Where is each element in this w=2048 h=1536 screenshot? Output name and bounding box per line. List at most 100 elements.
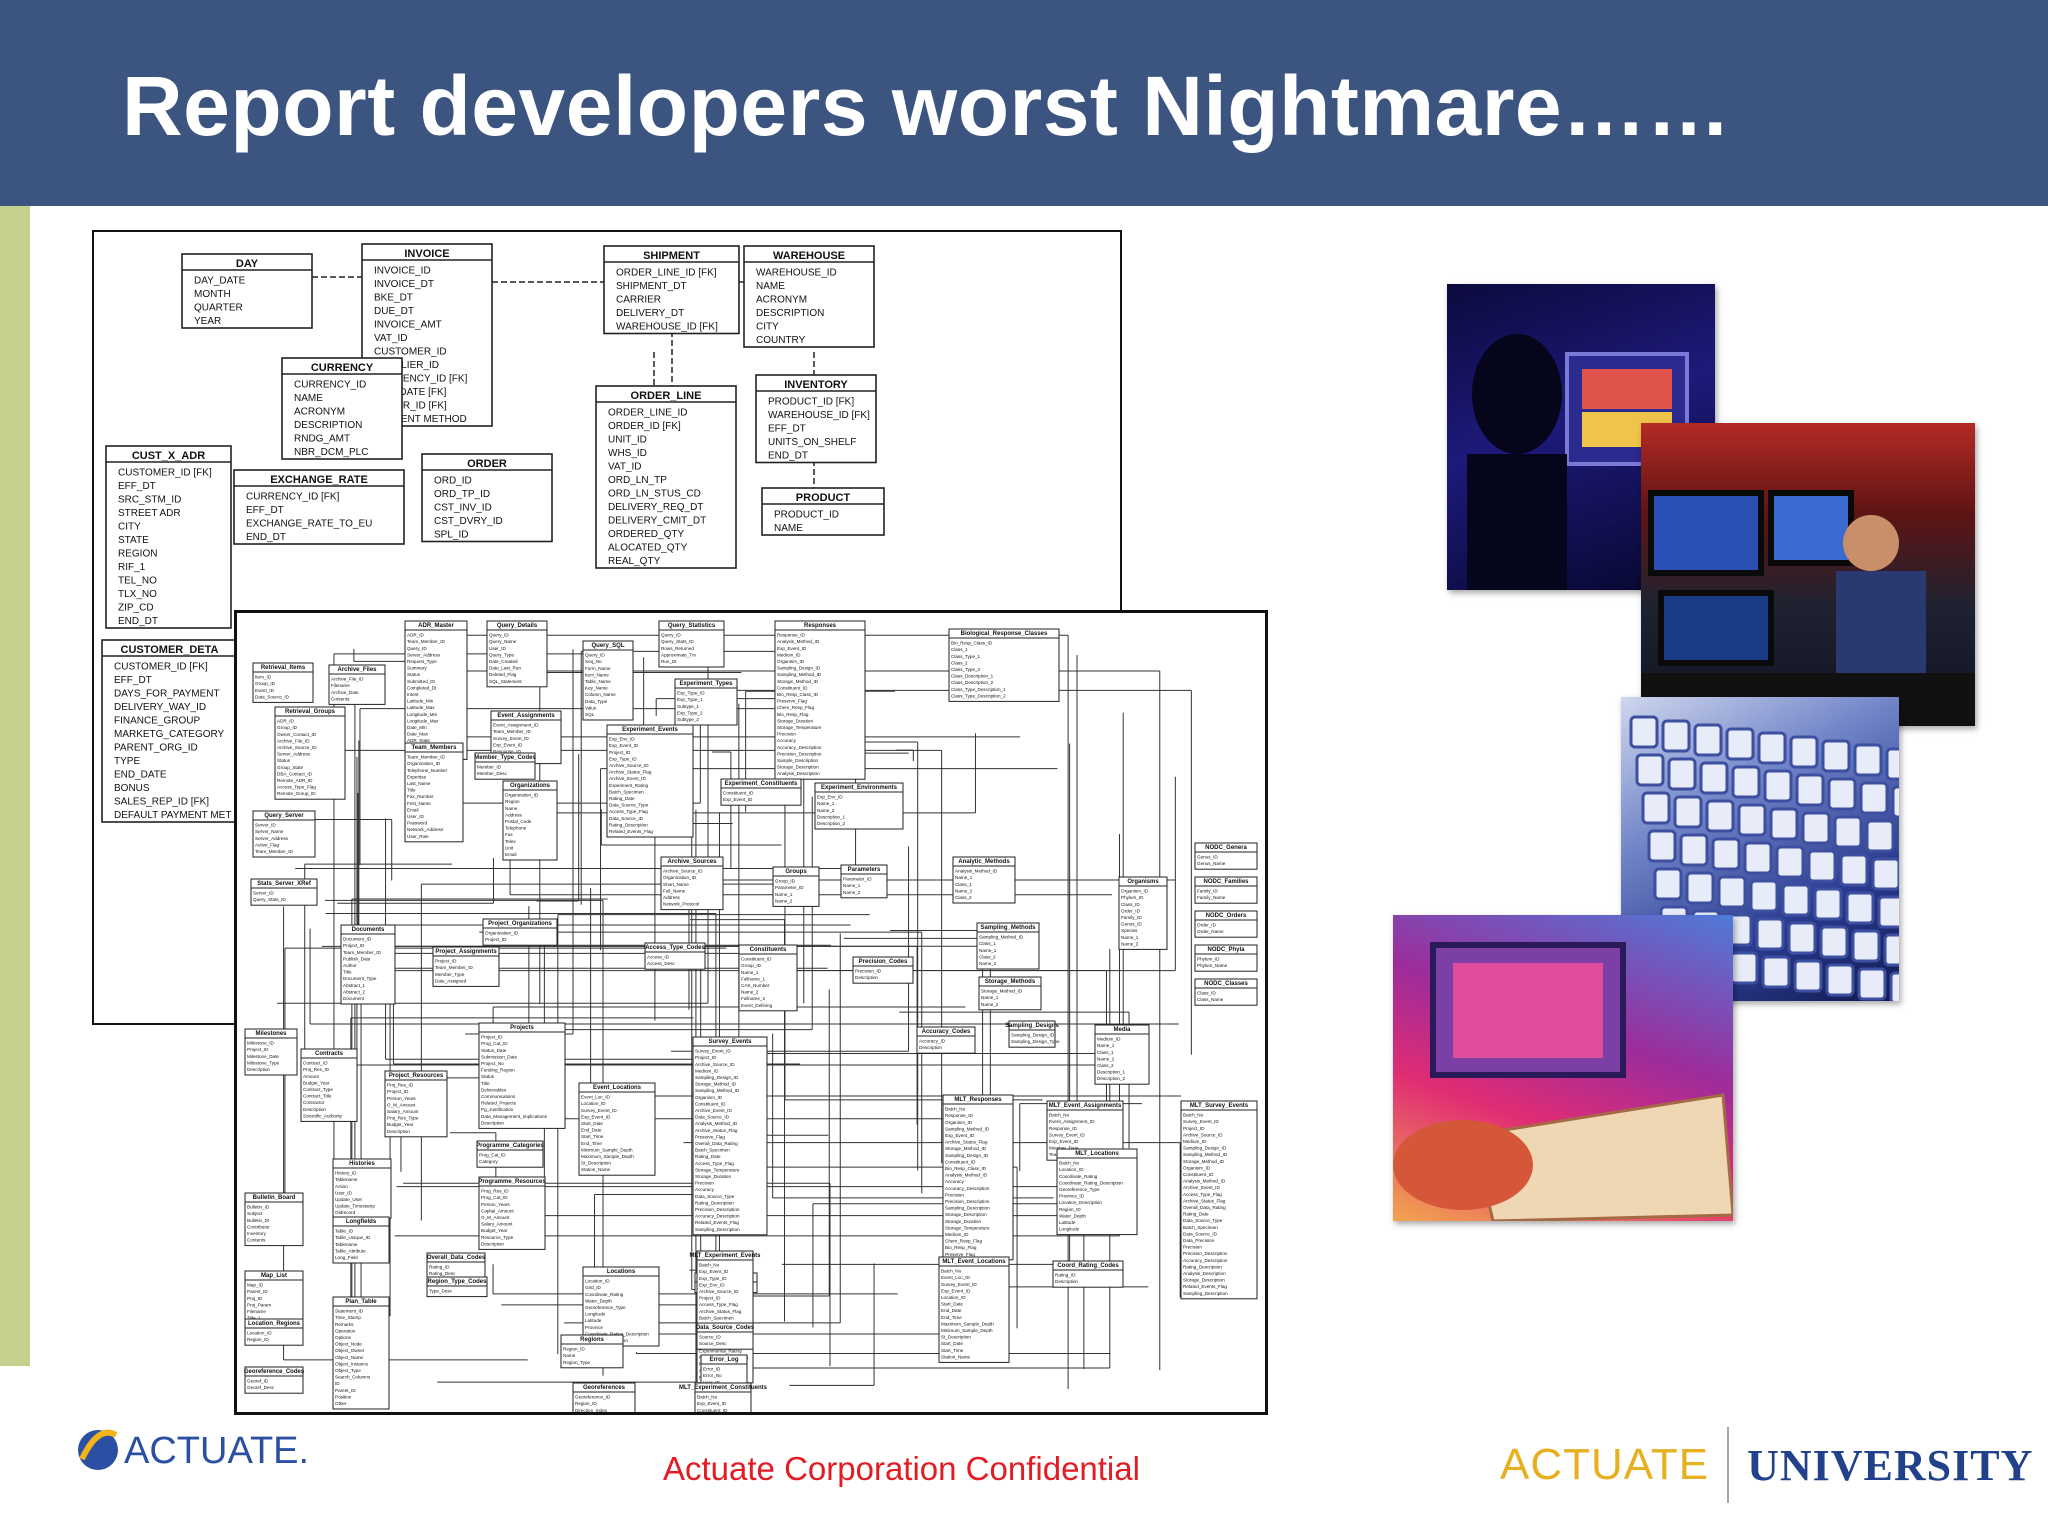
erd-field: Water_Depth: [1059, 1213, 1086, 1218]
erd-field: EFF_DT: [114, 675, 152, 686]
photo-monitor-night: [1447, 284, 1715, 590]
erd-field: Sampling_Description: [945, 1206, 990, 1211]
erd-table: Sampling_DesignsSampling_Design_IDSampli…: [1005, 1020, 1060, 1048]
erd-field: Class_Description_1: [951, 674, 994, 679]
erd-field: Contract_ID: [303, 1061, 328, 1066]
erd-field: Status: [481, 1074, 495, 1079]
erd-field: Proj_Param: [247, 1302, 271, 1307]
erd-field: Class_1: [951, 647, 968, 652]
erd-field: Name_2: [817, 808, 835, 813]
erd-field: Exp_Event_ID: [609, 743, 639, 748]
erd-field: Status_Date: [481, 1048, 507, 1053]
erd-table: HistoriesHistory_IDTablenameActionUser_I…: [332, 1158, 392, 1219]
erd-field: Contents: [247, 1238, 266, 1243]
erd-table-title: Media: [1113, 1027, 1131, 1033]
erd-field: User_ID: [489, 646, 507, 651]
erd-field: DESCRIPTION: [756, 308, 824, 319]
erd-field: Region_Type: [563, 1360, 591, 1365]
erd-field: Contents: [331, 696, 350, 701]
erd-field: Status: [407, 672, 421, 677]
erd-table-title: NODC_Classes: [1204, 981, 1248, 987]
erd-field: Name_1: [981, 995, 999, 1000]
keyboard-key: [1705, 799, 1735, 833]
erd-field: Coordinate_Rating_Description: [1059, 1180, 1123, 1185]
erd-table: MLT_Event_LocationsBatch_NoEvent_Loc_IDS…: [938, 1256, 1010, 1363]
erd-field: Batch_No: [941, 1269, 962, 1274]
erd-table-title: NODC_Orders: [1206, 913, 1247, 919]
erd-field: Experiment_Rating: [609, 783, 649, 788]
erd-field: DELIVERY_WAY_ID: [114, 702, 206, 713]
erd-field: Seq_No: [585, 659, 602, 664]
erd-field: Fullname_2: [741, 996, 765, 1001]
erd-table-title: Organizations: [510, 783, 551, 789]
erd-table-title: Member_Type_Codes: [474, 755, 536, 761]
erd-field: MONTH: [194, 289, 231, 300]
erd-field: CARRIER: [616, 295, 661, 306]
erd-field: Bio_Resp_Flag: [945, 1245, 977, 1250]
erd-table: Experiment_EnvironmentsExp_Env_IDName_1N…: [814, 782, 904, 830]
erd-field: Options: [335, 1335, 352, 1340]
erd-field: Latitude_Max: [407, 705, 435, 710]
erd-field: Project_ID: [1183, 1126, 1205, 1131]
erd-field: Filename: [247, 1309, 266, 1314]
erd-field: Contract_Title: [303, 1094, 332, 1099]
erd-field: Inventory: [247, 1231, 267, 1236]
erd-field: Name_1: [817, 801, 835, 806]
erd-field: Team_Member_ID: [407, 755, 445, 760]
erd-field: Remarks: [335, 1322, 354, 1327]
erd-field: Sampling_Design_ID: [1011, 1033, 1055, 1038]
erd-field: Description: [1055, 1279, 1078, 1284]
erd-field: Storage_Method_ID: [777, 679, 819, 684]
erd-field: END_DT: [768, 451, 808, 462]
erd-field: Table_Unique_ID: [335, 1235, 371, 1240]
erd-field: Archive_Source_ID: [695, 1062, 735, 1067]
erd-field: Owner_Contact_ID: [277, 732, 317, 737]
erd-field: Table_ID: [335, 1229, 354, 1234]
keyboard-key: [1641, 791, 1671, 825]
erd-field: ORD_TP_ID: [434, 489, 490, 500]
erd-table-title: INVENTORY: [784, 379, 848, 391]
erd-field: Proj_ID: [247, 1296, 263, 1301]
erd-field: Start_Date: [581, 1121, 603, 1126]
erd-field: Location_Description: [1059, 1200, 1102, 1205]
erd-field: Prog_Res_ID: [481, 1189, 509, 1194]
erd-field: Project_ID: [387, 1089, 409, 1094]
erd-field: Exp_Event_ID: [699, 1269, 729, 1274]
erd-field: Event_ID: [255, 688, 275, 693]
erd-table-title: Projects: [510, 1025, 534, 1031]
erd-field: CITY: [756, 322, 779, 333]
erd-table-title: Region_Type_Codes: [428, 1279, 488, 1285]
erd-field: Storage_Description: [945, 1212, 987, 1217]
erd-table-title: MLT_Survey_Events: [1190, 1103, 1249, 1109]
erd-field: ORDERED_QTY: [608, 529, 684, 540]
erd-field: BKE_DT: [374, 293, 413, 304]
erd-field: Subject: [247, 1211, 263, 1216]
erd-field: Georef_ID: [247, 1379, 269, 1384]
erd-field: Sampling_Design_ID: [1183, 1146, 1227, 1151]
erd-field: Salary_Amount: [481, 1222, 513, 1227]
erd-table-title: MLT_Experiment_Constituents: [679, 1385, 768, 1391]
erd-table: ORDERORD_IDORD_TP_IDCST_INV_IDCST_DVRY_I…: [421, 453, 553, 543]
erd-field: Event_Loc_ID: [941, 1275, 971, 1280]
erd-field: Organization_ID: [407, 761, 441, 766]
erd-field: Project_ID: [435, 959, 457, 964]
erd-field: Completed_Dt: [407, 685, 437, 690]
erd-field: Storage_Temperature: [695, 1167, 740, 1172]
erd-field: Contractor: [303, 1100, 325, 1105]
erd-field: Title: [407, 788, 416, 793]
erd-field: Oldrecord: [335, 1210, 356, 1215]
erd-field: DESCRIPTION: [294, 420, 362, 431]
erd-field: Rating_Description: [1183, 1264, 1222, 1269]
erd-field: Organization_ID: [485, 931, 519, 936]
erd-field: Parameter_ID: [843, 877, 872, 882]
erd-field: Sampling_Description: [1183, 1291, 1228, 1296]
erd-field: Exp_Type_1: [677, 697, 703, 702]
erd-field: Accuracy_Description: [695, 1214, 740, 1219]
keyboard-key: [1819, 925, 1849, 959]
erd-field: Phylum_ID: [1121, 895, 1144, 900]
erd-field: RIF_1: [118, 562, 146, 573]
erd-field: Data_Type: [585, 699, 608, 704]
